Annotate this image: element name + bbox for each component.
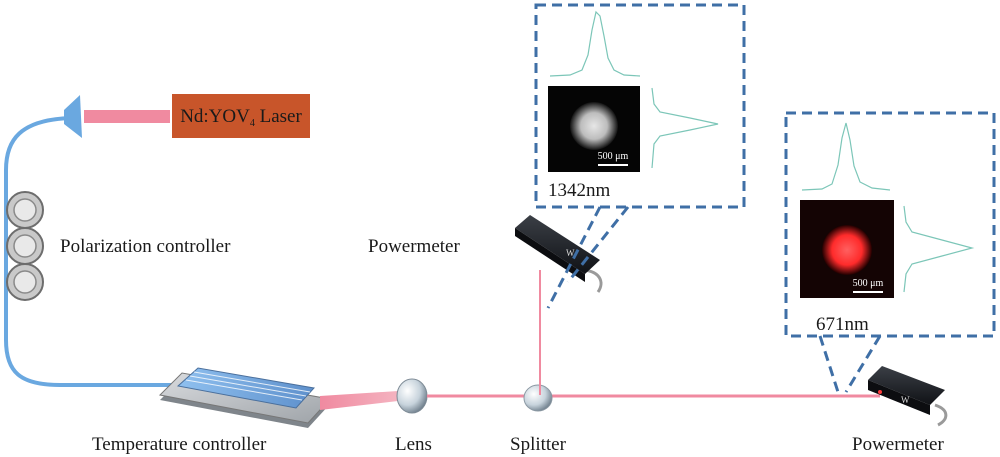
scale-bar-label-671: 500 μm (853, 278, 884, 289)
powermeter-bottom-label: Powermeter (852, 434, 944, 455)
wavelength-671-label: 671nm (816, 314, 869, 335)
output-beam-cone (320, 391, 398, 410)
powermeter-top-label: Powermeter (368, 236, 460, 257)
beam-spot-671 (822, 225, 872, 275)
nd-yvo4-laser: Nd:YOV4 Laser (172, 94, 310, 138)
powermeter-top: W (515, 215, 603, 293)
profile-horizontal-1342 (549, 10, 641, 77)
profile-vertical-1342 (651, 87, 719, 169)
beam-spot-1342 (570, 102, 618, 150)
profile-horizontal-671 (801, 122, 891, 191)
wavelength-1342-label: 1342nm (548, 180, 611, 201)
paddle (6, 191, 44, 229)
polarization-controller (6, 191, 44, 301)
lens (396, 378, 428, 414)
powermeter-bottom-led (878, 390, 882, 394)
laser-label-suffix: Laser (255, 106, 303, 127)
optical-fiber (4, 116, 185, 387)
powermeter-bottom-w: W (901, 395, 910, 405)
waveguide-lines (185, 371, 311, 401)
powermeter-bottom: W (868, 366, 948, 427)
inset-1342nm: 500 μm 1342nm (534, 3, 746, 309)
powermeter-top-w: W (566, 248, 575, 258)
temperature-controller (158, 367, 331, 428)
scale-bar-label-1342: 500 μm (598, 151, 629, 162)
splitter-label: Splitter (510, 434, 567, 455)
fiber-collimator (64, 95, 82, 138)
laser-beam (84, 110, 170, 123)
svg-text:Nd:YOV4 Laser: Nd:YOV4 Laser (180, 106, 302, 129)
laser-label: Nd:YOV (180, 106, 250, 127)
paddle (6, 263, 44, 301)
lens-label: Lens (395, 434, 432, 455)
inset-671nm: 500 μm 671nm (784, 111, 996, 393)
profile-vertical-671 (903, 205, 975, 293)
polarization-controller-label: Polarization controller (60, 236, 231, 257)
paddle (6, 227, 44, 265)
laser-label-subscript: 4 (250, 118, 255, 129)
temperature-controller-label: Temperature controller (92, 434, 267, 455)
beam-splitter (523, 384, 553, 412)
